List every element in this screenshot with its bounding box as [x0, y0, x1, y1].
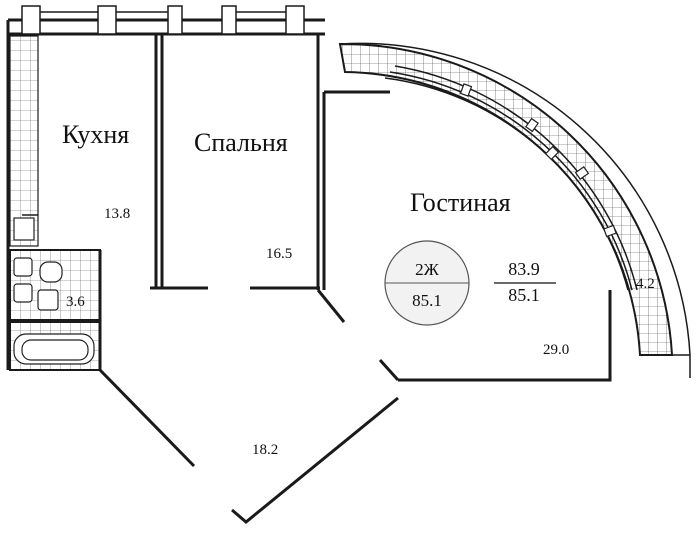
top-exterior-wall: [8, 5, 325, 36]
bathroom-area: 3.6: [66, 294, 85, 310]
window: [221, 5, 237, 35]
hall-area: 18.2: [252, 442, 278, 458]
balcony-frame-marks: [459, 83, 617, 238]
window: [285, 5, 305, 35]
living-room-name: Гостиная: [410, 188, 511, 217]
window: [167, 5, 183, 35]
bedroom-area: 16.5: [266, 246, 292, 262]
apartment-total-area: 85.1: [412, 291, 442, 310]
kitchen-name: Кухня: [62, 120, 129, 149]
living-room-area: 29.0: [543, 342, 569, 358]
sink-icon: [13, 217, 35, 241]
washbasin-icon: [13, 257, 33, 277]
bedroom-name: Спальня: [194, 128, 288, 157]
washbasin-icon: [13, 283, 33, 303]
washbasin-icon: [37, 289, 59, 311]
bathtub-inner: [21, 339, 89, 361]
window: [21, 5, 41, 35]
window: [97, 5, 117, 35]
apartment-type: 2Ж: [415, 260, 440, 279]
living-total-area: 83.9: [508, 259, 540, 279]
kitchen-area: 13.8: [104, 206, 130, 222]
area-totals: 83.9 85.1: [494, 259, 556, 305]
toilet-icon: [39, 261, 63, 283]
balcony: 4.2: [338, 42, 691, 378]
balcony-area: 4.2: [636, 276, 655, 292]
apartment-type-badge: 2Ж 85.1: [384, 240, 470, 326]
bathroom-fixtures: [13, 257, 95, 365]
kitchen-counter: [9, 35, 39, 247]
balcony-glazing: [389, 71, 633, 291]
left-exterior-wall: [6, 20, 39, 370]
total-area-with-balcony: 85.1: [508, 285, 540, 305]
